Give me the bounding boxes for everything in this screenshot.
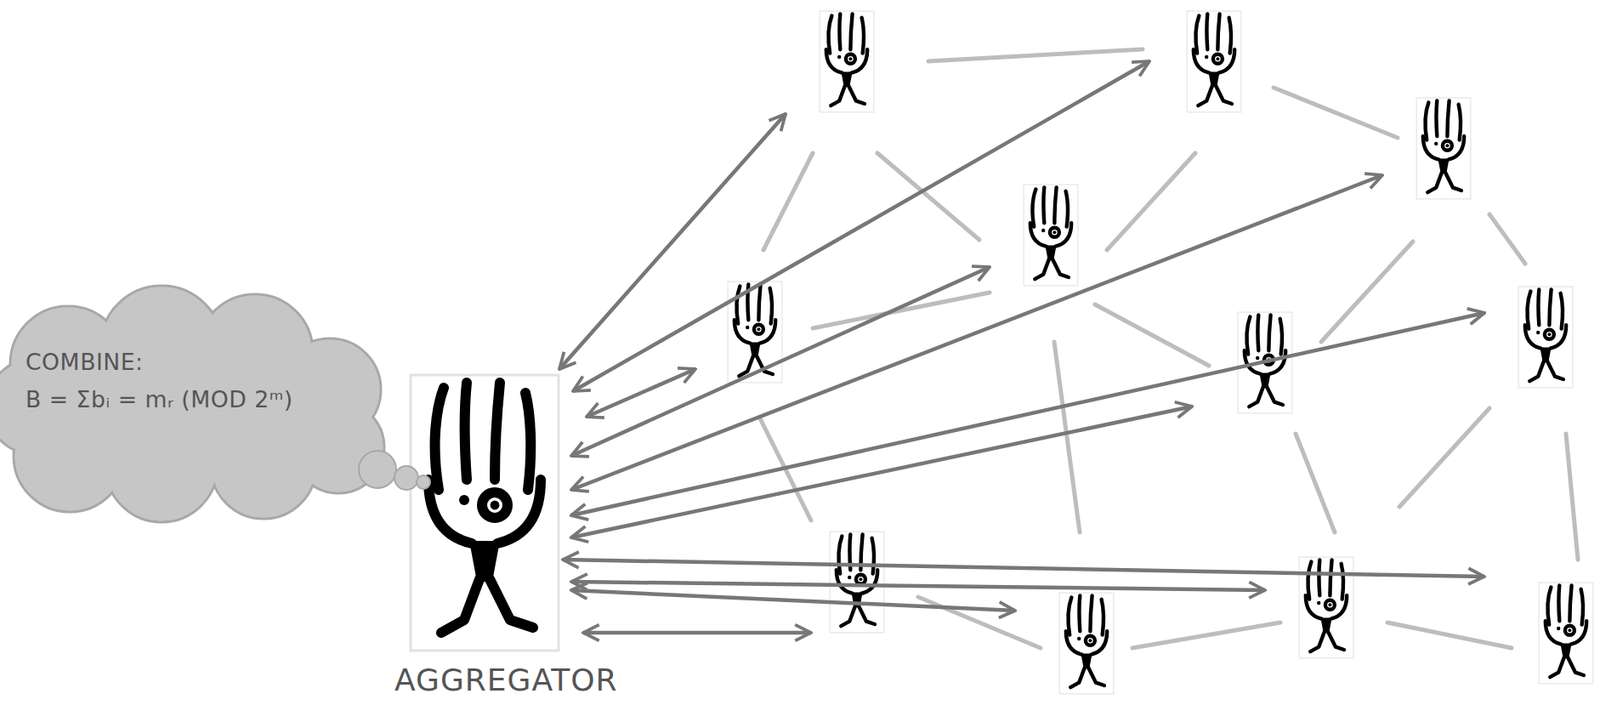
formula-text: B = Σbᵢ = mᵣ (MOD 2ᵐ) <box>25 385 388 414</box>
thought-cloud: COMBINE: B = Σbᵢ = mᵣ (MOD 2ᵐ) <box>0 285 388 521</box>
node-label: AGGREGATOR <box>394 664 619 696</box>
cloud-heading: COMBINE: <box>25 348 388 376</box>
share-arrows <box>559 61 1485 633</box>
peer-nodes <box>727 11 1594 694</box>
aggregator-figure <box>410 374 559 651</box>
mesh-links <box>760 49 1578 648</box>
aggregator-node: AGGREGATOR <box>365 372 647 701</box>
